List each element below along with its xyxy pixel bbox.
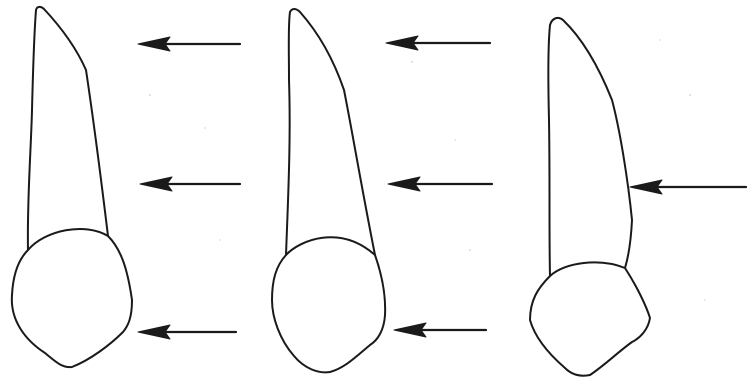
paper-texture [149, 40, 705, 301]
tooth-1-root [28, 7, 108, 250]
tooth-1 [12, 7, 132, 367]
tooth-2 [272, 9, 385, 372]
arrow-tooth-2-middle [388, 177, 492, 191]
arrow-tooth-1-bottom [138, 325, 236, 339]
arrow-tooth-3-middle [630, 180, 746, 194]
tooth-2-crown [272, 237, 385, 372]
tooth-2-root [286, 9, 375, 255]
tooth-3 [530, 18, 650, 376]
tooth-3-root [548, 18, 632, 276]
arrow-tooth-2-top [386, 36, 490, 50]
tooth-1-crown [12, 229, 132, 367]
arrow-tooth-2-bottom [394, 323, 486, 337]
arrow-tooth-1-middle [140, 177, 240, 191]
tooth-3-crown [530, 262, 650, 375]
arrow-tooth-1-top [138, 37, 240, 51]
